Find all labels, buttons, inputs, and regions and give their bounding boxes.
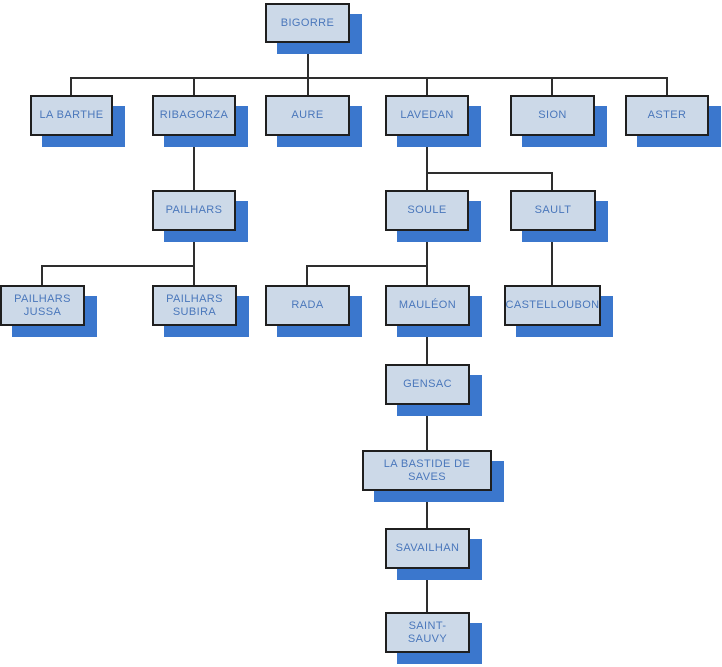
connector: [307, 77, 309, 95]
connector: [666, 77, 668, 95]
node-lavedan[interactable]: LAVEDAN: [385, 95, 469, 136]
node-rada[interactable]: RADA: [265, 285, 350, 326]
connector: [193, 136, 195, 190]
connector: [551, 231, 553, 285]
node-la-bastide-de-saves[interactable]: LA BASTIDE DE SAVES: [362, 450, 492, 491]
connector: [426, 172, 553, 174]
node-gensac[interactable]: GENSAC: [385, 364, 470, 405]
connector: [306, 265, 428, 267]
connector: [70, 77, 668, 79]
node-sault[interactable]: SAULT: [510, 190, 596, 231]
connector: [426, 569, 428, 612]
node-pailhars[interactable]: PAILHARS: [152, 190, 236, 231]
node-aure[interactable]: AURE: [265, 95, 350, 136]
node-la-barthe[interactable]: LA BARTHE: [30, 95, 113, 136]
connector: [426, 231, 428, 285]
node-pailhars-subira[interactable]: PAILHARS SUBIRA: [152, 285, 237, 326]
connector: [307, 43, 309, 78]
node-savailhan[interactable]: SAVAILHAN: [385, 528, 470, 569]
node-castelloubon[interactable]: CASTELLOUBON: [504, 285, 601, 326]
connector: [306, 265, 308, 285]
connector: [193, 231, 195, 285]
connector: [193, 77, 195, 95]
node-sion[interactable]: SION: [510, 95, 595, 136]
connector: [426, 77, 428, 95]
node-ribagorza[interactable]: RIBAGORZA: [152, 95, 236, 136]
connector: [551, 172, 553, 190]
node-soule[interactable]: SOULE: [385, 190, 469, 231]
connector: [426, 491, 428, 528]
connector: [426, 326, 428, 364]
node-aster[interactable]: ASTER: [625, 95, 709, 136]
node-saint-sauvy[interactable]: SAINT-SAUVY: [385, 612, 470, 653]
connector: [551, 77, 553, 95]
node-pailhars-jussa[interactable]: PAILHARS JUSSA: [0, 285, 85, 326]
node-bigorre[interactable]: BIGORRE: [265, 3, 350, 43]
connector: [41, 265, 43, 285]
node-mauleon[interactable]: MAULÉON: [385, 285, 470, 326]
connector: [426, 136, 428, 190]
connector: [41, 265, 195, 267]
connector: [426, 405, 428, 450]
connector: [70, 77, 72, 95]
